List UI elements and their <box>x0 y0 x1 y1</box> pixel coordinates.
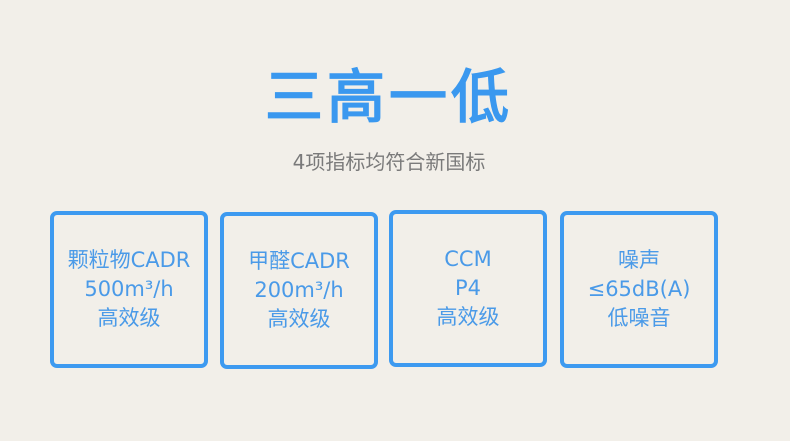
card-value: P4 <box>454 276 482 300</box>
feature-card-ccm: CCM P4 高效级 <box>389 210 547 367</box>
feature-card-formaldehyde-cadr: 甲醛CADR 200m³/h 高效级 <box>220 212 378 369</box>
card-grade: 高效级 <box>97 306 161 330</box>
card-grade: 高效级 <box>436 305 500 329</box>
card-label: 噪声 <box>618 248 660 272</box>
card-value: 200m³/h <box>254 278 344 302</box>
card-label: CCM <box>444 247 492 271</box>
page-title: 三高一低 <box>264 63 513 131</box>
card-grade: 低噪音 <box>607 306 671 330</box>
page-subtitle: 4项指标均符合新国标 <box>292 150 486 174</box>
card-value: ≤65dB(A) <box>587 277 691 301</box>
card-label: 颗粒物CADR <box>67 248 191 272</box>
card-label: 甲醛CADR <box>248 249 350 273</box>
feature-card-particulate-cadr: 颗粒物CADR 500m³/h 高效级 <box>50 211 208 368</box>
card-grade: 高效级 <box>267 307 331 331</box>
card-value: 500m³/h <box>84 277 174 301</box>
feature-card-noise: 噪声 ≤65dB(A) 低噪音 <box>560 211 718 368</box>
